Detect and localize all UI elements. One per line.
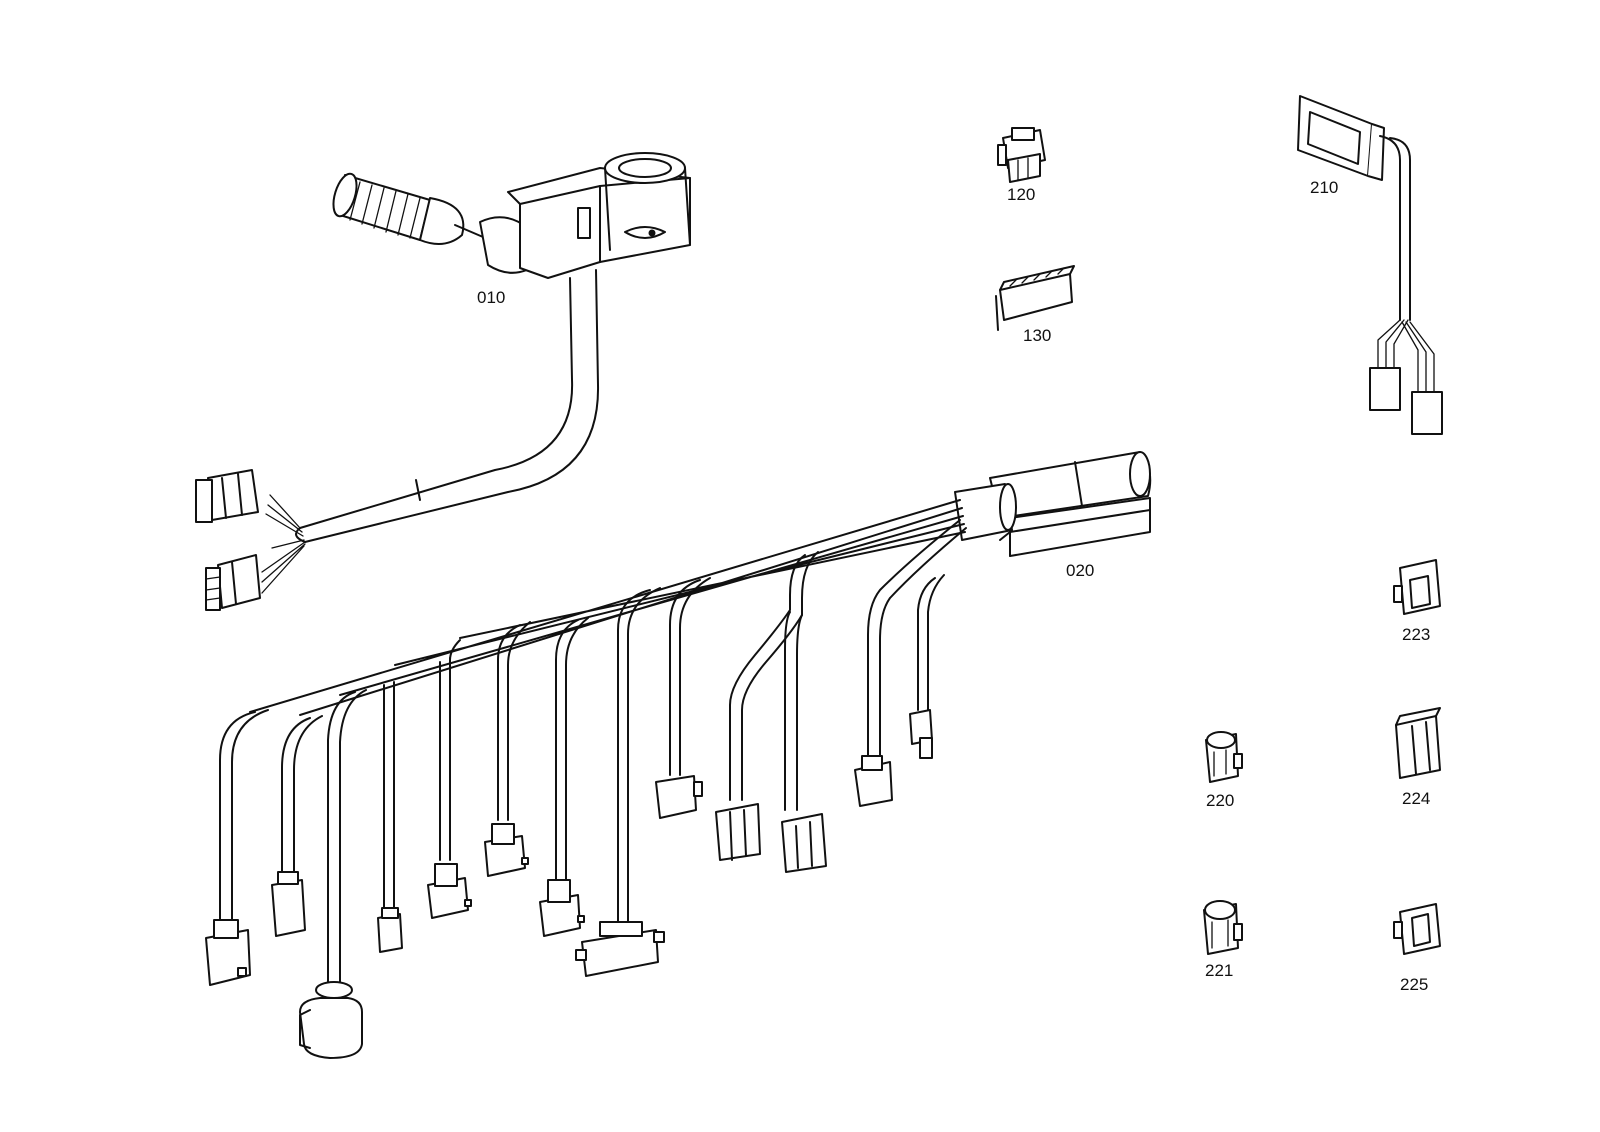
switch-clamp-ring — [604, 152, 691, 251]
branch-10 — [715, 551, 819, 861]
branch-11 — [781, 611, 827, 873]
part-220-connector — [1205, 731, 1243, 783]
part-221-connector — [1203, 900, 1243, 955]
branch-6 — [449, 621, 531, 877]
callout-220: 220 — [1206, 791, 1235, 810]
callout-010: 010 — [477, 288, 506, 307]
branch-12 — [854, 519, 967, 807]
branch-8 — [575, 587, 665, 977]
part-210-display-module — [1297, 95, 1443, 435]
switch-fanout-wires — [261, 494, 306, 594]
part-120-connector — [997, 127, 1046, 183]
harness-bundle — [249, 499, 966, 716]
part-020-main-harness — [205, 451, 1152, 1059]
callout-120: 120 — [1007, 185, 1036, 204]
callout-223: 223 — [1402, 625, 1431, 644]
callout-210: 210 — [1310, 178, 1339, 197]
switch-housing — [507, 167, 691, 279]
callout-224: 224 — [1402, 789, 1431, 808]
part-223-connector — [1393, 559, 1441, 615]
callout-020: 020 — [1066, 561, 1095, 580]
callout-130: 130 — [1023, 326, 1052, 345]
display-module-cable — [1379, 135, 1411, 321]
switch-knob — [332, 172, 491, 245]
part-010-switch-assembly — [195, 152, 691, 611]
switch-connector-b — [205, 554, 261, 611]
part-225-connector — [1393, 903, 1441, 955]
switch-connector-a — [195, 469, 259, 523]
harness-mounting-bracket — [999, 497, 1151, 557]
branch-2 — [271, 715, 323, 937]
part-224-connector — [1395, 707, 1441, 779]
harness-collar — [954, 483, 1017, 541]
harness-trunk-sleeve — [989, 451, 1152, 519]
branch-5 — [427, 657, 472, 919]
part-130-connector-strip — [995, 265, 1075, 331]
branch-9 — [655, 577, 711, 819]
callout-225: 225 — [1400, 975, 1429, 994]
branch-3-sensor — [299, 689, 367, 1059]
branch-13 — [909, 574, 945, 759]
branch-7 — [539, 617, 589, 937]
branch-1 — [205, 709, 269, 986]
switch-cable — [295, 269, 600, 543]
callout-221: 221 — [1205, 961, 1234, 980]
branch-4 — [377, 681, 403, 953]
